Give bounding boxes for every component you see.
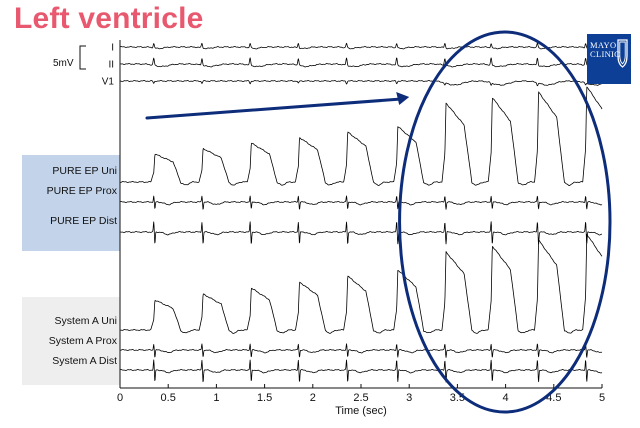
channel-label: PURE EP Prox <box>47 185 118 197</box>
x-tick-label: 5 <box>599 392 605 404</box>
x-tick-label: 1.5 <box>257 392 272 404</box>
channel-label: System A Dist <box>52 355 117 367</box>
x-tick-label: 1 <box>213 392 219 404</box>
trace-system-a-uni <box>119 233 603 334</box>
system-a-label-panel <box>22 297 120 385</box>
x-tick-label: 2.5 <box>353 392 368 404</box>
trace-system-a-dist <box>119 359 603 383</box>
trend-arrow-head <box>396 92 410 105</box>
trace-ii <box>119 57 603 68</box>
logo-line-1: MAYO <box>590 40 617 50</box>
channel-label: System A Uni <box>55 315 117 327</box>
channel-label: PURE EP Uni <box>52 165 117 177</box>
x-tick-label: 4 <box>503 392 509 404</box>
mayo-clinic-logo: MAYO CLINIC <box>587 34 631 84</box>
channel-label: II <box>108 60 114 71</box>
scale-bar-label: 5mV <box>53 58 74 69</box>
trace-pure-ep-dist <box>119 221 603 245</box>
logo-line-2: CLINIC <box>590 49 621 59</box>
x-tick-label: 3 <box>406 392 412 404</box>
x-tick-label: 2 <box>310 392 316 404</box>
trace-system-a-prox <box>119 343 603 358</box>
page-title: Left ventricle <box>14 2 204 35</box>
trend-arrow-shaft <box>145 97 403 120</box>
scale-bar <box>79 45 86 70</box>
trace-pure-ep-uni <box>119 86 603 186</box>
trace-pure-ep-prox <box>119 195 603 210</box>
trace-i <box>119 42 603 50</box>
x-tick-label: 0.5 <box>161 392 176 404</box>
highlight-ellipse <box>398 30 612 414</box>
shield-icon <box>617 39 628 68</box>
channel-label: V1 <box>102 77 115 88</box>
channel-label: System A Prox <box>49 335 118 347</box>
channel-label: I <box>111 43 114 54</box>
pure-ep-label-panel <box>22 155 120 251</box>
x-axis-title: Time (sec) <box>335 405 387 417</box>
trace-v1 <box>119 80 603 87</box>
x-tick-label: 0 <box>117 392 123 404</box>
channel-label: PURE EP Dist <box>50 215 117 227</box>
